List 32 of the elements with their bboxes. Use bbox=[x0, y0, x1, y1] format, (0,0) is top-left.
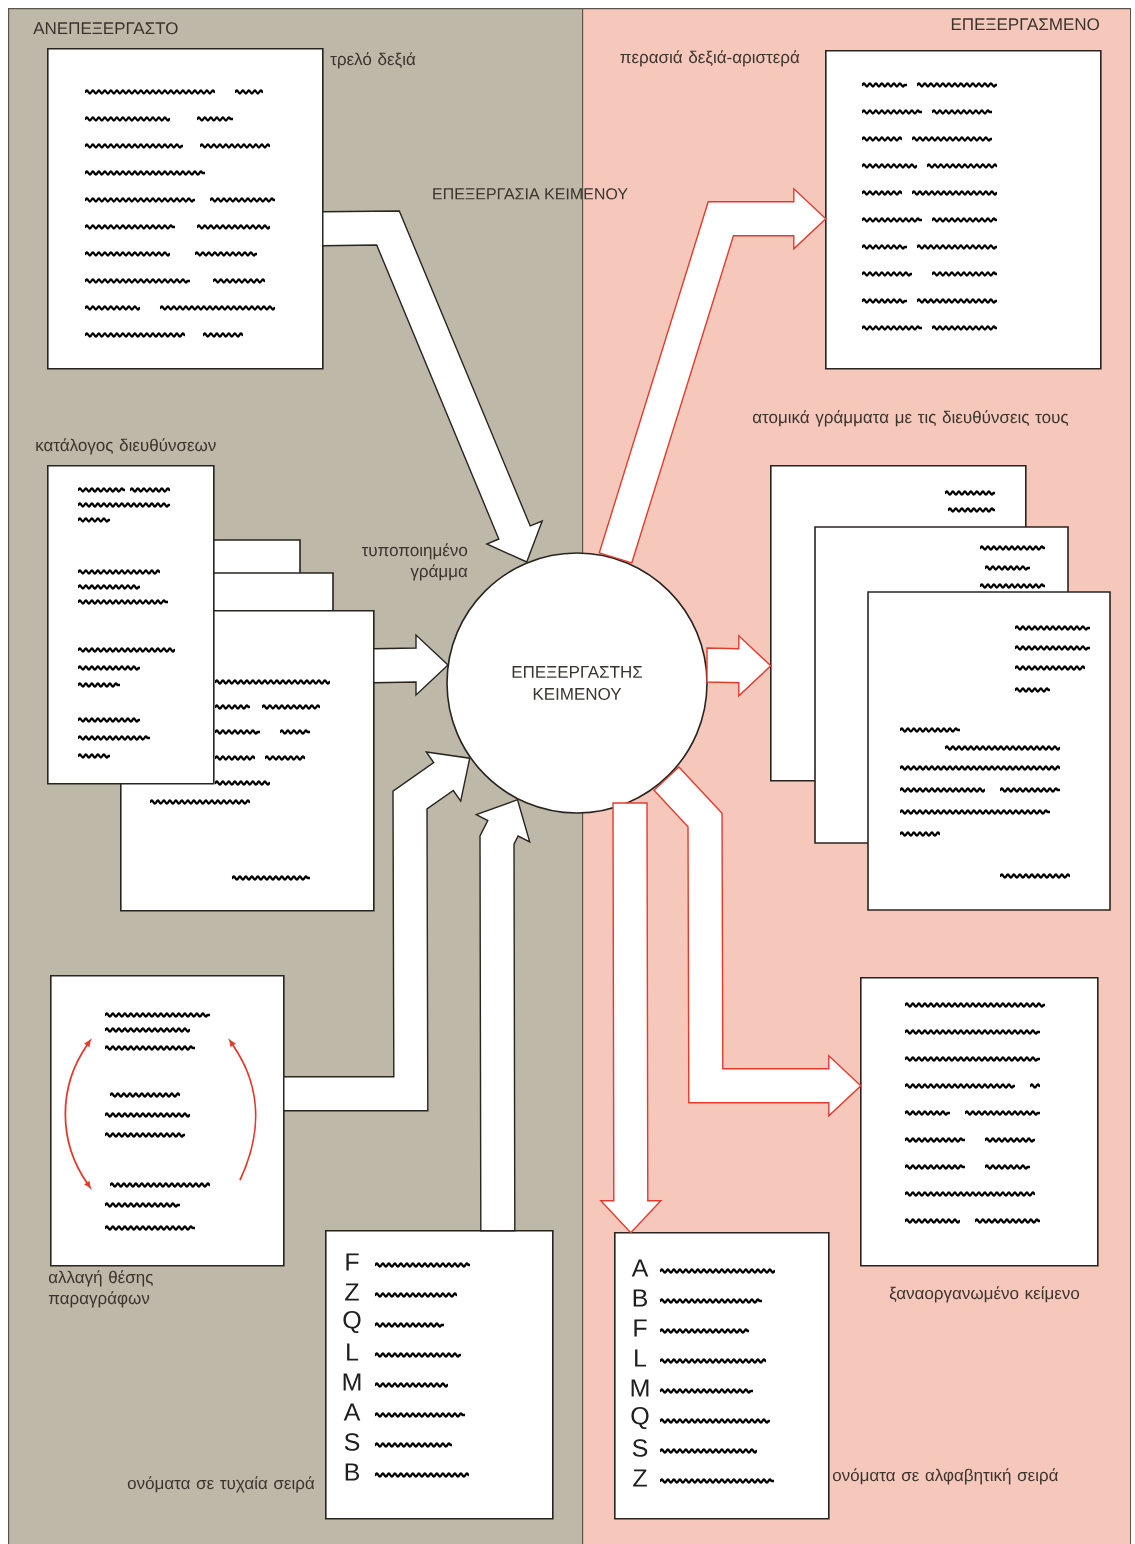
page-label: ονόματα σε τυχαία σειρά bbox=[127, 1476, 315, 1493]
page-label: κατάλογος διευθύνσεων bbox=[36, 438, 216, 455]
arrow bbox=[283, 751, 471, 1112]
letter: S bbox=[632, 1439, 648, 1457]
page-label: αλλαγή θέσης παραγράφων bbox=[48, 1270, 153, 1308]
letter: Q bbox=[343, 1310, 361, 1334]
letter: F bbox=[634, 1319, 647, 1337]
letter: B bbox=[633, 1289, 647, 1307]
arrow bbox=[373, 633, 450, 697]
letter: Z bbox=[633, 1469, 647, 1487]
letter: Q bbox=[631, 1406, 649, 1430]
letter: F bbox=[346, 1253, 359, 1271]
page-label: περασιά δεξιά-αριστερά bbox=[620, 50, 800, 67]
letter: L bbox=[635, 1349, 647, 1367]
letter: L bbox=[347, 1343, 359, 1361]
page-label: ξαναοργανωμένο κείμενο bbox=[889, 1286, 1080, 1303]
letter: A bbox=[631, 1259, 649, 1277]
page-label: ατομικά γράμματα με τις διευθύνσεις τους bbox=[752, 410, 1069, 427]
arrow bbox=[599, 802, 663, 1234]
arrow bbox=[474, 798, 531, 1232]
arrow bbox=[653, 766, 862, 1118]
letter: Z bbox=[345, 1283, 359, 1301]
letter: M bbox=[631, 1379, 649, 1397]
arrow bbox=[322, 210, 544, 563]
page-label: ονόματα σε αλφαβητική σειρά bbox=[832, 1468, 1058, 1485]
arrow bbox=[598, 187, 827, 564]
arrow bbox=[706, 634, 772, 698]
letter: A bbox=[343, 1403, 361, 1421]
page-label: τρελό δεξιά bbox=[330, 52, 416, 69]
letter: M bbox=[343, 1373, 361, 1391]
letter: B bbox=[345, 1463, 359, 1481]
letter: S bbox=[344, 1433, 360, 1451]
